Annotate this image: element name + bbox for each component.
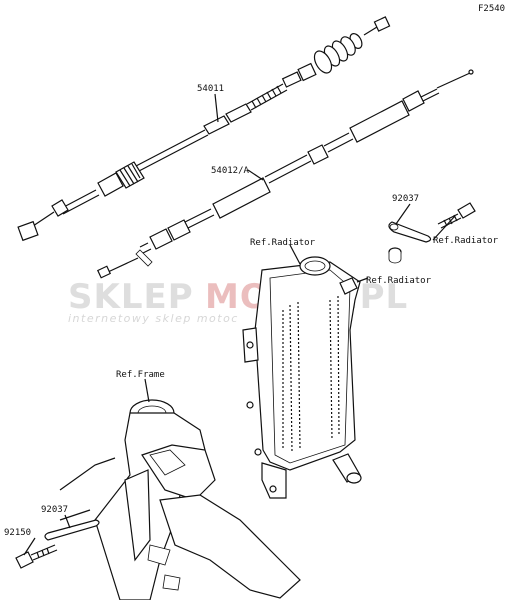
label-part-92150: 92150 — [4, 528, 31, 538]
label-part-92037-top: 92037 — [392, 194, 419, 204]
cable-54012a — [96, 69, 474, 279]
cable-sheath-upper — [349, 100, 410, 143]
cable-end-fitting — [373, 16, 391, 32]
label-ref-frame: Ref.Frame — [116, 370, 165, 380]
bolt-92150 — [15, 544, 58, 569]
label-ref-radiator-top: Ref.Radiator — [250, 238, 316, 248]
lower-adjuster — [97, 161, 145, 197]
radiator-mount-tab — [261, 462, 287, 499]
diagram-code: F2540 — [478, 4, 505, 14]
threaded-adjuster — [246, 83, 288, 111]
label-ref-radiator-right: Ref.Radiator — [433, 236, 499, 246]
radiator — [242, 256, 362, 499]
watermark-brand-left: SKLEP — [68, 277, 194, 317]
label-part-54011: 54011 — [197, 84, 224, 94]
bolt-radiator — [437, 202, 476, 229]
clip-92037-top — [388, 221, 432, 243]
cable-54011 — [17, 16, 391, 242]
watermark-tagline: internetowy sklep motoc — [68, 312, 239, 325]
radiator-fins — [282, 295, 340, 453]
label-part-54012a: 54012/A — [211, 166, 250, 176]
label-part-92037-bottom: 92037 — [41, 505, 68, 515]
cable-sheath-lower — [212, 177, 271, 219]
label-ref-radiator-lower: Ref.Radiator — [366, 276, 432, 286]
leader-lines — [23, 93, 456, 556]
cable-end-fitting-lower — [96, 265, 112, 279]
cable-tip — [468, 69, 474, 75]
collar-radiator — [388, 247, 402, 264]
cable-end-barrel — [17, 220, 39, 242]
frame — [59, 399, 301, 600]
rubber-boot — [313, 33, 363, 74]
clip-92037-bottom — [44, 519, 100, 541]
